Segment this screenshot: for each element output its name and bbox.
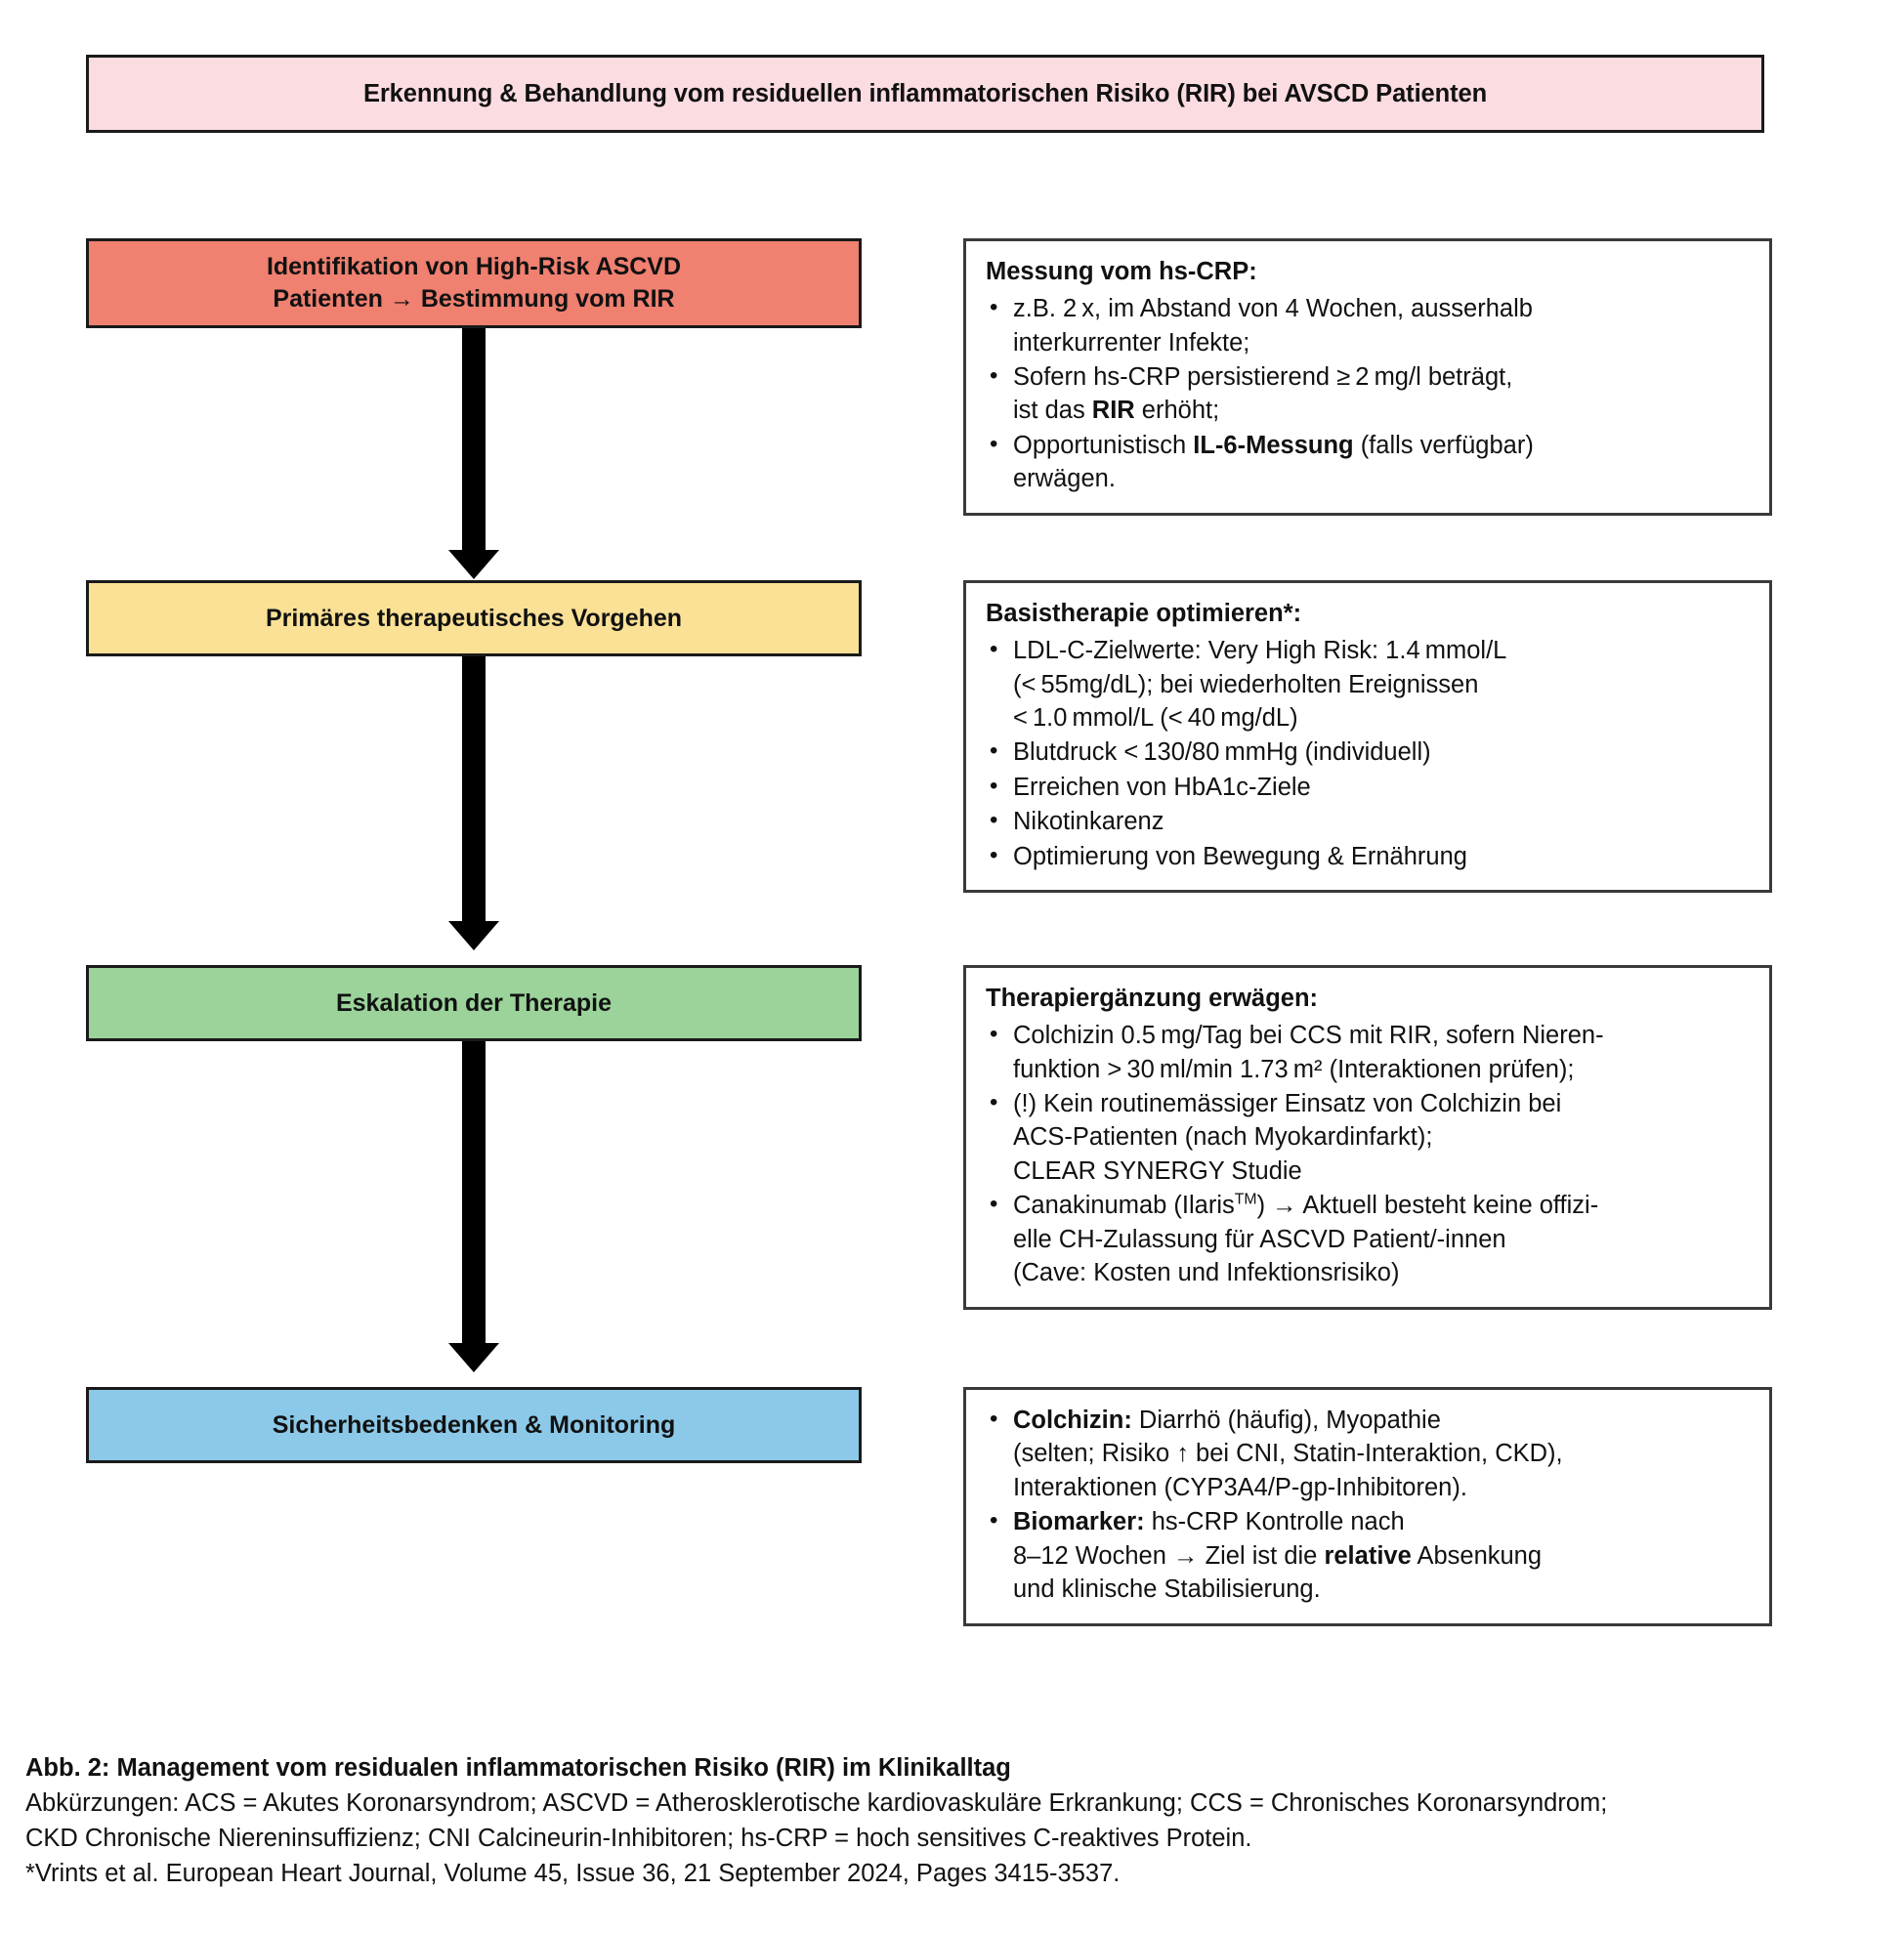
figure-title-banner: Erkennung & Behandlung vom residuellen i… bbox=[86, 55, 1764, 133]
flow-arrow-down-3 bbox=[462, 1041, 486, 1346]
bullet-line: (selten; Risiko ↑ bei CNI, Statin-Intera… bbox=[1013, 1440, 1563, 1468]
bullet-line: Canakinumab (IlarisTM) → Aktuell besteht… bbox=[1013, 1191, 1599, 1220]
flow-step-primary-line1: Primäres therapeutisches Vorgehen bbox=[265, 604, 683, 632]
bullet-line: elle CH-Zulassung für ASCVD Patient/-inn… bbox=[1013, 1225, 1506, 1253]
list-item: Colchizin: Diarrhö (häufig), Myopathie (… bbox=[984, 1403, 1752, 1504]
bullet-line: Colchizin 0.5 mg/Tag bei CCS mit RIR, so… bbox=[1013, 1022, 1604, 1050]
bullet-line: Blutdruck < 130/80 mmHg (individuell) bbox=[1013, 738, 1431, 767]
panel-therapie-bullet-list: Colchizin 0.5 mg/Tag bei CCS mit RIR, so… bbox=[984, 1018, 1752, 1289]
bullet-line: (!) Kein routinemässiger Einsatz von Col… bbox=[1013, 1090, 1562, 1117]
panel-basis-heading: Basistherapie optimieren*: bbox=[986, 600, 1302, 627]
detail-panel-safety-monitoring: Colchizin: Diarrhö (häufig), Myopathie (… bbox=[963, 1387, 1772, 1626]
flow-step-escalate-line1: Eskalation der Therapie bbox=[335, 988, 613, 1017]
list-item: Sofern hs-CRP persistierend ≥ 2 mg/l bet… bbox=[984, 359, 1752, 428]
flow-step-safety: Sicherheitsbedenken & Monitoring bbox=[86, 1387, 862, 1463]
bullet-line: Colchizin: Diarrhö (häufig), Myopathie bbox=[1013, 1404, 1752, 1437]
bullet-line: LDL-C-Zielwerte: Very High Risk: 1.4 mmo… bbox=[1013, 637, 1507, 665]
bullet-line: (Cave: Kosten und Infektionsrisiko) bbox=[1013, 1259, 1400, 1287]
flow-step-primary: Primäres therapeutisches Vorgehen bbox=[86, 580, 862, 656]
list-item: Blutdruck < 130/80 mmHg (individuell) bbox=[984, 735, 1752, 769]
bullet-text: hs-CRP Kontrolle nach bbox=[1151, 1508, 1405, 1536]
bullet-line: ACS-Patienten (nach Myokardinfarkt); bbox=[1013, 1123, 1433, 1152]
list-item: LDL-C-Zielwerte: Very High Risk: 1.4 mmo… bbox=[984, 633, 1752, 735]
panel-hscrp-bullet-list: z.B. 2 x, im Abstand von 4 Wochen, ausse… bbox=[984, 291, 1752, 496]
caption-abbreviations-line-2: CKD Chronische Niereninsuffizienz; CNI C… bbox=[25, 1824, 1252, 1852]
trademark-symbol: TM bbox=[1234, 1191, 1257, 1208]
list-item: Opportunistisch IL-6-Messung (falls verf… bbox=[984, 428, 1752, 496]
bullet-line: und klinische Stabilisierung. bbox=[1013, 1576, 1321, 1604]
list-item: Canakinumab (IlarisTM) → Aktuell besteht… bbox=[984, 1188, 1752, 1289]
flow-arrow-down-2 bbox=[462, 656, 486, 924]
bullet-line: Sofern hs-CRP persistierend ≥ 2 mg/l bet… bbox=[1013, 363, 1513, 391]
bullet-lead: Colchizin: bbox=[1013, 1407, 1132, 1434]
bullet-line: ist das RIR erhöht; bbox=[1013, 397, 1220, 425]
bullet-line: Nikotinkarenz bbox=[1013, 808, 1164, 836]
flow-step-safety-line1: Sicherheitsbedenken & Monitoring bbox=[272, 1410, 676, 1439]
bullet-line: funktion > 30 ml/min 1.73 m² (Interaktio… bbox=[1013, 1055, 1575, 1083]
bullet-line: CLEAR SYNERGY Studie bbox=[1013, 1156, 1302, 1185]
panel-therapie-heading: Therapiergänzung erwägen: bbox=[986, 985, 1319, 1012]
flow-step-escalate: Eskalation der Therapie bbox=[86, 965, 862, 1041]
detail-panel-therapieergaenzung: Therapiergänzung erwägen: Colchizin 0.5 … bbox=[963, 965, 1772, 1310]
panel-safety-bullet-list: Colchizin: Diarrhö (häufig), Myopathie (… bbox=[984, 1403, 1752, 1607]
bullet-line: Interaktionen (CYP3A4/P-gp-Inhibitoren). bbox=[1013, 1473, 1467, 1501]
list-item: (!) Kein routinemässiger Einsatz von Col… bbox=[984, 1086, 1752, 1188]
detail-panel-hscrp: Messung vom hs-CRP: z.B. 2 x, im Abstand… bbox=[963, 238, 1772, 516]
bullet-lead: Biomarker: bbox=[1013, 1508, 1145, 1536]
flow-step-identify-line1: Identifikation von High-Risk ASCVD bbox=[266, 253, 682, 280]
bullet-text: Diarrhö (häufig), Myopathie bbox=[1138, 1407, 1441, 1434]
flow-step-identify-line2: Patienten → Bestimmung vom RIR bbox=[273, 285, 675, 313]
list-item: Biomarker: hs-CRP Kontrolle nach 8–12 Wo… bbox=[984, 1504, 1752, 1606]
bullet-line: z.B. 2 x, im Abstand von 4 Wochen, ausse… bbox=[1013, 295, 1533, 323]
bullet-line: Optimierung von Bewegung & Ernährung bbox=[1013, 842, 1467, 870]
figure-title-text: Erkennung & Behandlung vom residuellen i… bbox=[362, 79, 1488, 107]
bullet-line: (< 55mg/dL); bei wiederholten Ereignisse… bbox=[1013, 670, 1479, 698]
caption-abbreviations-line-1: Abkürzungen: ACS = Akutes Koronarsyndrom… bbox=[25, 1789, 1608, 1818]
panel-hscrp-heading: Messung vom hs-CRP: bbox=[986, 258, 1257, 285]
list-item: Nikotinkarenz bbox=[984, 804, 1752, 838]
bullet-line: 8–12 Wochen → Ziel ist die relative Abse… bbox=[1013, 1541, 1543, 1570]
panel-basis-bullet-list: LDL-C-Zielwerte: Very High Risk: 1.4 mmo… bbox=[984, 633, 1752, 873]
bullet-line: Erreichen von HbA1c-Ziele bbox=[1013, 773, 1311, 801]
bullet-line: Opportunistisch IL-6-Messung (falls verf… bbox=[1013, 431, 1534, 459]
flow-arrow-down-1 bbox=[462, 328, 486, 553]
bullet-line: erwägen. bbox=[1013, 465, 1116, 493]
bullet-line: Biomarker: hs-CRP Kontrolle nach bbox=[1013, 1505, 1752, 1538]
flow-step-identify: Identifikation von High-Risk ASCVD Patie… bbox=[86, 238, 862, 328]
bullet-line: interkurrenter Infekte; bbox=[1013, 328, 1250, 357]
list-item: Colchizin 0.5 mg/Tag bei CCS mit RIR, so… bbox=[984, 1018, 1752, 1086]
detail-panel-basistherapie: Basistherapie optimieren*: LDL-C-Zielwer… bbox=[963, 580, 1772, 894]
list-item: Optimierung von Bewegung & Ernährung bbox=[984, 839, 1752, 873]
caption-title: Abb. 2: Management vom residualen inflam… bbox=[25, 1754, 1011, 1782]
bullet-line: < 1.0 mmol/L (< 40 mg/dL) bbox=[1013, 704, 1298, 732]
list-item: z.B. 2 x, im Abstand von 4 Wochen, ausse… bbox=[984, 291, 1752, 359]
figure-caption: Abb. 2: Management vom residualen inflam… bbox=[25, 1750, 1882, 1891]
caption-reference-line: *Vrints et al. European Heart Journal, V… bbox=[25, 1859, 1121, 1887]
list-item: Erreichen von HbA1c-Ziele bbox=[984, 770, 1752, 804]
